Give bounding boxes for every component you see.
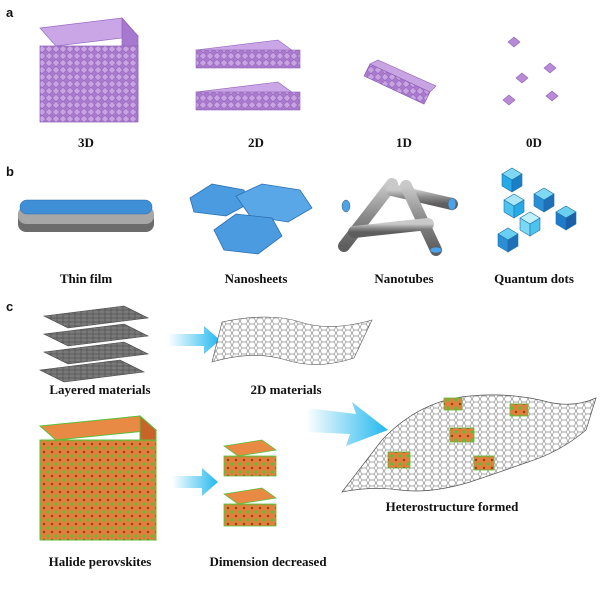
structure-2d [195, 39, 301, 111]
label-3d: 3D [78, 135, 94, 150]
nanotubes [338, 178, 458, 256]
label-1d: 1D [396, 135, 412, 150]
label-layered-materials: Layered materials [49, 382, 150, 397]
label-2d: 2D [248, 135, 264, 150]
label-0d: 0D [526, 135, 542, 150]
halide-perovskite-block [38, 414, 158, 542]
label-2d-materials: 2D materials [250, 382, 321, 397]
label-quantum-dots: Quantum dots [494, 271, 574, 286]
structure-0d [502, 36, 559, 106]
panel-label-c: c [6, 299, 13, 314]
label-nanosheets: Nanosheets [225, 271, 288, 286]
panel-label-a: a [6, 5, 14, 20]
label-nanotubes: Nanotubes [374, 271, 433, 286]
panel-label-b: b [6, 164, 14, 179]
nanosheets [189, 183, 313, 255]
dimension-decreased-slabs [222, 439, 278, 527]
heterostructure-sheet [341, 394, 597, 493]
layered-materials [38, 305, 150, 383]
label-dimension-decreased: Dimension decreased [209, 554, 327, 569]
two-d-material-sheet [211, 316, 373, 365]
quantum-dots [497, 167, 577, 253]
structure-3d [39, 17, 139, 123]
label-halide-perovskites: Halide perovskites [49, 554, 152, 569]
thin-film [18, 199, 154, 232]
arrow-to-dimension-decreased [172, 468, 218, 496]
label-heterostructure-formed: Heterostructure formed [386, 499, 519, 514]
label-thin-film: Thin film [60, 271, 113, 286]
arrow-to-heterostructure [306, 402, 388, 446]
structure-1d [363, 59, 437, 105]
arrow-to-2d [168, 326, 220, 354]
